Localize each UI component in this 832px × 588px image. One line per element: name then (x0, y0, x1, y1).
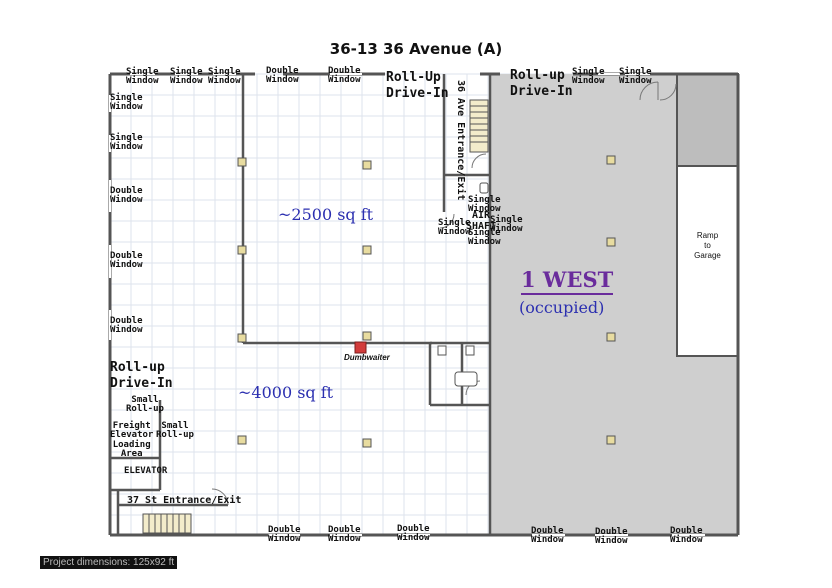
air-shaft-label: AIR SHAFT (466, 210, 497, 232)
small-roll-up-label: Small Roll-up (156, 421, 194, 441)
ceiling-light-icon (606, 155, 616, 165)
window-label: Double Window (110, 251, 143, 271)
dumbwaiter-icon (354, 341, 367, 354)
ramp-room (676, 73, 739, 167)
window-label: Single Window (468, 195, 501, 215)
toilet-icon (437, 182, 489, 387)
st-entrance-label: 37 St Entrance/Exit (127, 495, 242, 506)
small-roll-up-label: Small Roll-up (126, 395, 164, 415)
project-dimensions: Project dimensions: 125x92 ft (40, 556, 178, 569)
north-area-label: ~2500 sq ft (278, 205, 374, 224)
window-label: Single Window (110, 133, 143, 153)
interior-walls (110, 74, 492, 535)
freight-elevator-label: Freight Elevator Loading Area (110, 421, 154, 460)
stair-icon (469, 99, 489, 153)
window-label: Single Window (490, 215, 523, 235)
window-label: Double Window (328, 525, 361, 545)
door-swing-icon (211, 81, 677, 506)
window-label: Double Window (110, 186, 143, 206)
ave-entrance-label: 36 Ave Entrance/Exit (455, 80, 466, 201)
window-label: Single Window (619, 67, 652, 87)
ceiling-light-icon (237, 435, 247, 445)
ceiling-light-icon (606, 435, 616, 445)
west-unit-name: 1 WEST (521, 267, 614, 295)
roll-up-right-label: Roll-up Drive-In (510, 68, 573, 99)
stair-icon (142, 513, 192, 534)
ceiling-light-icon (362, 331, 372, 341)
elevator-label: ELEVATOR (124, 466, 168, 476)
ceiling-light-icon (237, 333, 247, 343)
window-label: Single Window (572, 67, 605, 87)
window-label: Double Window (670, 526, 703, 546)
ceiling-light-icon (606, 237, 616, 247)
window-label: Single Window (170, 67, 203, 87)
window-label: Double Window (328, 66, 361, 86)
window-markers (109, 73, 705, 536)
window-label: Single Window (468, 228, 501, 248)
ceiling-light-icon (362, 245, 372, 255)
window-label: Single Window (110, 93, 143, 113)
window-label: Double Window (266, 66, 299, 86)
window-label: Double Window (268, 525, 301, 545)
window-label: Single Window (438, 218, 471, 238)
ramp-to-garage-area (676, 165, 739, 357)
window-label: Double Window (397, 524, 430, 544)
window-label: Double Window (595, 527, 628, 547)
page-title: 36-13 36 Avenue (A) (329, 40, 503, 58)
ceiling-light-icon (237, 157, 247, 167)
ceiling-light-icon (237, 245, 247, 255)
window-label: Double Window (531, 526, 564, 546)
ceiling-light-icon (606, 332, 616, 342)
ceiling-light-icon (362, 160, 372, 170)
ceiling-light-icon (362, 438, 372, 448)
window-label: Double Window (110, 316, 143, 336)
dumbwaiter-label: Dumbwaiter (344, 353, 390, 362)
ceiling-lights (237, 155, 616, 448)
roll-up-left-label: Roll-up Drive-In (110, 360, 173, 391)
window-label: Single Window (208, 67, 241, 87)
west-unit-status: (occupied) (519, 298, 605, 317)
window-label: Single Window (126, 67, 159, 87)
roll-up-top-label: Roll-Up Drive-In (386, 70, 449, 101)
ramp-label: Ramp to Garage (694, 231, 721, 260)
south-area-label: ~4000 sq ft (238, 383, 334, 402)
